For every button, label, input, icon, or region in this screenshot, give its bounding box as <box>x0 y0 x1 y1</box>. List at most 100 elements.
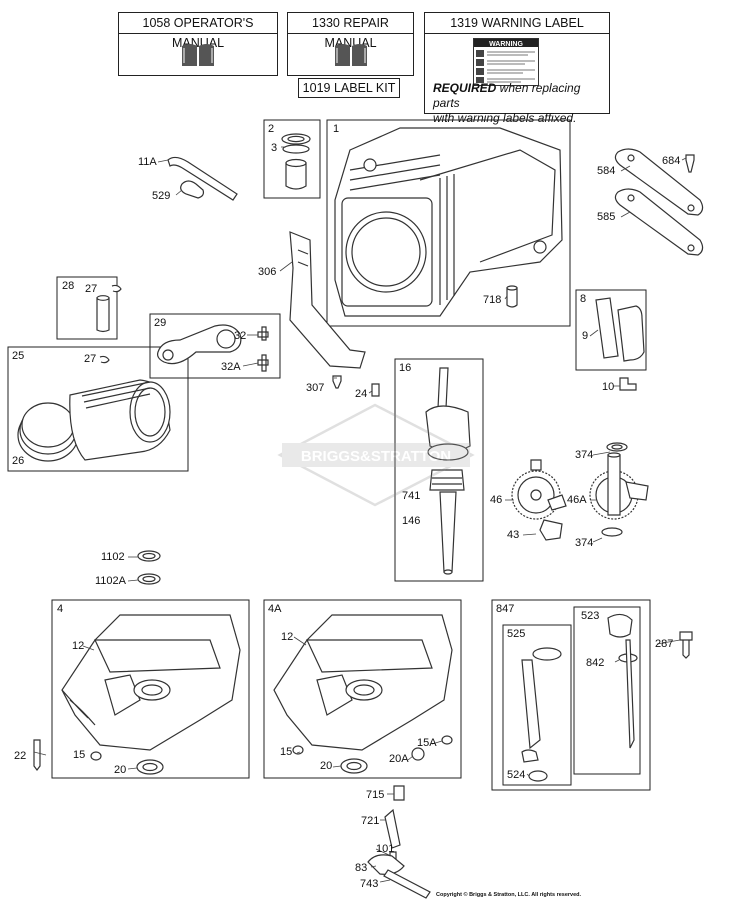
dipstick-tube-525 <box>521 647 562 782</box>
warning-sticker-icon: WARNING <box>473 38 539 86</box>
group-box-29 <box>149 313 281 379</box>
seals-1102 <box>137 550 161 585</box>
part-label-15a[interactable]: 15A <box>417 737 437 749</box>
brand-logo-watermark: BRIGGS&STRATTON <box>277 403 475 507</box>
part-label-287[interactable]: 287 <box>655 638 674 650</box>
warning-note-text-2: with warning labels affixed. <box>433 111 577 125</box>
part-label-9[interactable]: 9 <box>582 330 589 342</box>
cylinder-block-1 <box>334 127 563 317</box>
part-label-83[interactable]: 83 <box>355 862 368 874</box>
warning-note-required: REQUIRED <box>433 81 497 95</box>
part-label-718[interactable]: 718 <box>483 294 502 306</box>
part-label-374-top[interactable]: 374 <box>575 449 594 461</box>
part-label-32[interactable]: 32 <box>234 330 247 342</box>
copyright-notice: Copyright © Briggs & Stratton, LLC. All … <box>436 892 582 898</box>
governor-parts <box>367 785 431 899</box>
part-label-741[interactable]: 741 <box>402 490 421 502</box>
group-tag-523: 523 <box>581 610 600 622</box>
part-label-842[interactable]: 842 <box>586 657 605 669</box>
warning-label-box[interactable]: 1319 WARNING LABEL WARNING REQUIRED when… <box>424 12 610 125</box>
part-label-721[interactable]: 721 <box>361 815 380 827</box>
connecting-rod-29 <box>157 324 269 372</box>
crankcase-cover-4 <box>33 614 241 775</box>
repair-manual-box[interactable]: 1330 REPAIR MANUAL <box>287 12 414 76</box>
part-label-12-cover4[interactable]: 12 <box>72 640 85 652</box>
part-label-20a[interactable]: 20A <box>389 753 409 765</box>
part-label-715[interactable]: 715 <box>366 789 385 801</box>
group-tag-8: 8 <box>580 293 587 305</box>
group-tag-4: 4 <box>57 603 64 615</box>
cam-gear-46 <box>511 459 567 541</box>
group-tag-1: 1 <box>333 123 340 135</box>
part-label-22[interactable]: 22 <box>14 750 27 762</box>
group-box-4a <box>263 599 462 779</box>
group-box-16 <box>394 358 484 582</box>
crankcase-cover-4a <box>273 614 453 774</box>
part-label-585[interactable]: 585 <box>597 211 616 223</box>
part-label-46[interactable]: 46 <box>490 494 503 506</box>
group-tag-525: 525 <box>507 628 526 640</box>
part-label-584[interactable]: 584 <box>597 165 616 177</box>
manual-book-icon <box>335 44 367 66</box>
group-box-523 <box>573 606 641 775</box>
part-label-306[interactable]: 306 <box>258 266 277 278</box>
part-label-146[interactable]: 146 <box>402 515 421 527</box>
part-label-43[interactable]: 43 <box>507 529 520 541</box>
group-tag-16: 16 <box>399 362 412 374</box>
group-tag-28: 28 <box>62 280 75 292</box>
air-guide-306 <box>289 231 366 369</box>
group-box-1 <box>326 119 571 327</box>
warning-note-text-1: when replacing parts <box>433 81 581 110</box>
part-label-1102a[interactable]: 1102A <box>95 575 126 587</box>
part-label-529[interactable]: 529 <box>152 190 171 202</box>
group-tag-2: 2 <box>268 123 275 135</box>
part-label-27-pin[interactable]: 27 <box>85 283 98 295</box>
part-label-12-cover4a[interactable]: 12 <box>281 631 294 643</box>
group-box-25 <box>7 346 189 472</box>
screw-287 <box>679 631 693 659</box>
part-label-20-cover4[interactable]: 20 <box>114 764 127 776</box>
part-label-101[interactable]: 101 <box>376 843 395 855</box>
group-box-847 <box>491 599 651 791</box>
part-label-15-cover4[interactable]: 15 <box>73 749 86 761</box>
seal-3 <box>281 133 311 190</box>
part-label-11a[interactable]: 11A <box>138 156 157 168</box>
label-kit-box[interactable]: 1019 LABEL KIT <box>298 78 400 98</box>
group-box-2 <box>263 119 321 199</box>
group-tag-25: 25 <box>12 350 25 362</box>
manual-book-icon <box>182 44 214 66</box>
part-label-10[interactable]: 10 <box>602 381 615 393</box>
cam-gear-46a <box>589 442 649 537</box>
part-label-743[interactable]: 743 <box>360 878 379 890</box>
group-tag-29: 29 <box>154 317 167 329</box>
warning-note: REQUIRED when replacing parts with warni… <box>433 81 605 126</box>
part-label-24[interactable]: 24 <box>355 388 368 400</box>
warning-label-title: 1319 WARNING LABEL <box>425 13 609 34</box>
breather-cover-8 <box>595 297 645 391</box>
part-label-3[interactable]: 3 <box>271 142 278 154</box>
group-box-4 <box>51 599 250 779</box>
part-label-684[interactable]: 684 <box>662 155 681 167</box>
dipstick-523 <box>607 613 638 749</box>
part-label-26[interactable]: 26 <box>12 455 25 467</box>
piston-pin-27 <box>96 284 122 333</box>
group-tag-847: 847 <box>496 603 515 615</box>
piston-rings-25 <box>17 355 171 462</box>
part-label-32a[interactable]: 32A <box>221 361 241 373</box>
part-label-1102[interactable]: 1102 <box>101 551 125 563</box>
part-label-20-cover4a[interactable]: 20 <box>320 760 333 772</box>
part-label-524[interactable]: 524 <box>507 769 526 781</box>
group-tag-4a: 4A <box>268 603 282 615</box>
operators-manual-box[interactable]: 1058 OPERATOR'S MANUAL <box>118 12 278 76</box>
washers-374 <box>611 444 623 450</box>
screw-307 <box>332 375 380 397</box>
dipstick-tube-11a <box>167 156 238 201</box>
part-label-307[interactable]: 307 <box>306 382 325 394</box>
part-label-46a[interactable]: 46A <box>567 494 587 506</box>
crankshaft-16 <box>425 367 471 575</box>
part-label-27-piston[interactable]: 27 <box>84 353 97 365</box>
sticker-title: WARNING <box>489 41 523 48</box>
part-label-15-cover4a[interactable]: 15 <box>280 746 293 758</box>
part-label-374-bottom[interactable]: 374 <box>575 537 594 549</box>
